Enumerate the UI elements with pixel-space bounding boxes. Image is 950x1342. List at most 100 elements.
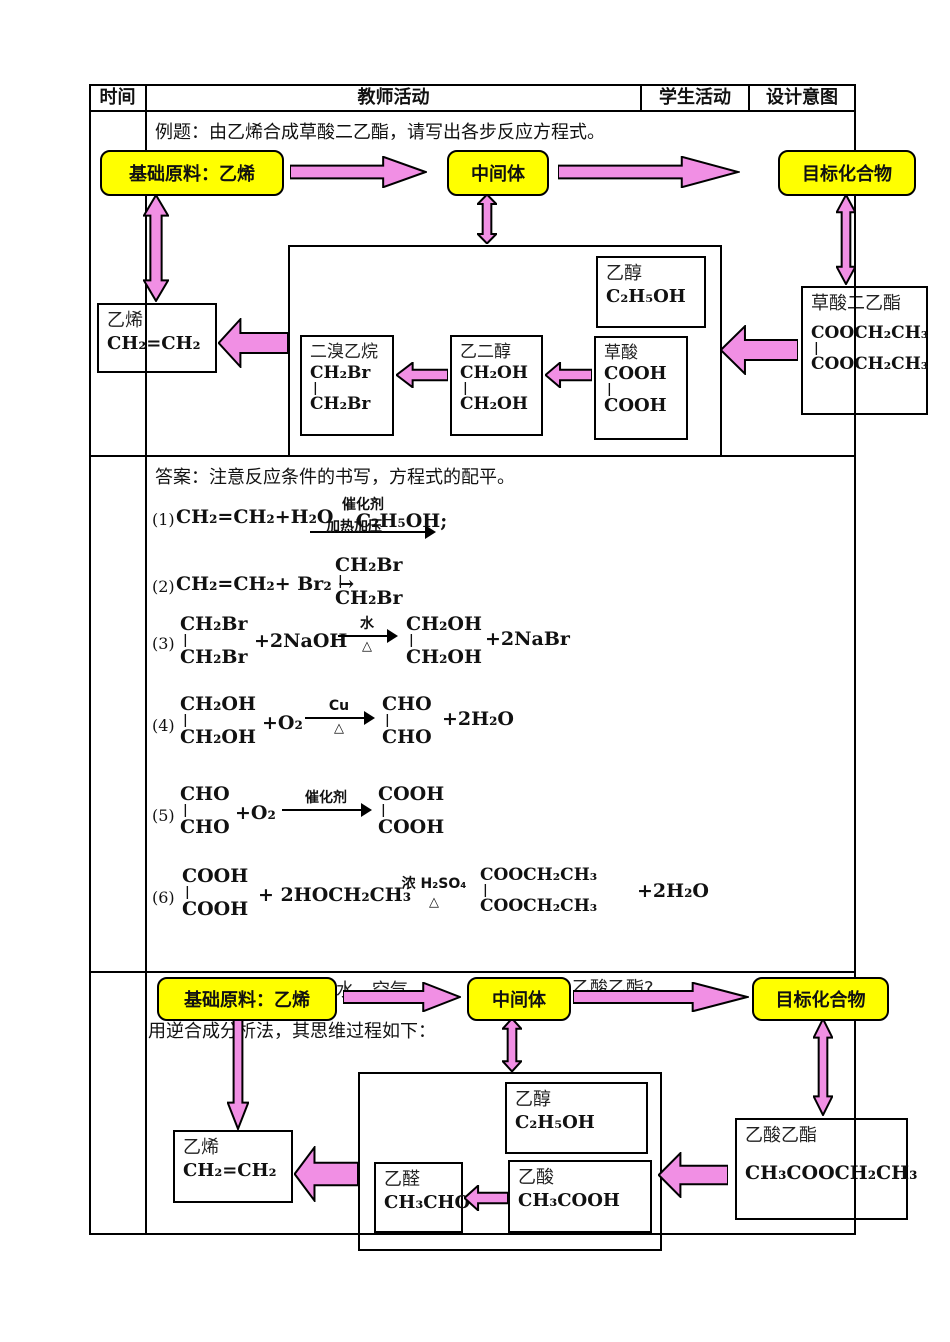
arrow-oxalate-to-container-1 bbox=[720, 325, 798, 375]
box-ethyl-acetate-label: 乙酸乙酯 bbox=[745, 1125, 817, 1146]
equation-6-number: (6) bbox=[152, 888, 175, 907]
equation-5-number: (5) bbox=[152, 806, 175, 825]
header-student-activity: 学生活动 bbox=[659, 87, 731, 108]
equation-6-reactant-top: COOH bbox=[182, 865, 249, 887]
table-row-line-answer bbox=[89, 455, 854, 457]
box-acetaldehyde: 乙醛 CH₃CHO bbox=[374, 1162, 470, 1233]
equation-1-product: C₂H₅OH; bbox=[356, 510, 448, 532]
box-ethanol-2: 乙醇 C₂H₅OH bbox=[505, 1082, 648, 1154]
bond-line: | bbox=[385, 713, 390, 729]
box-ethanol-2-label: 乙醇 bbox=[515, 1089, 551, 1110]
header-teacher-activity: 教师活动 bbox=[357, 87, 430, 108]
bond-line: | bbox=[183, 803, 188, 819]
table-col-line-student bbox=[640, 84, 642, 112]
equation-5-reactant-top: CHO bbox=[180, 783, 230, 805]
flow2-start-box: 基础原料：乙烯 bbox=[157, 977, 337, 1021]
equation-3-reactant-top: CH₂Br bbox=[180, 613, 248, 635]
flow1-vertical-double-arrow-left bbox=[143, 194, 169, 302]
equation-2-number: (2) bbox=[152, 577, 175, 596]
equation-1-reactants: CH₂=CH₂+H₂O bbox=[176, 506, 334, 528]
box-ethyl-acetate: 乙酸乙酯 CH₃COOCH₂CH₃ bbox=[735, 1118, 918, 1220]
box-diethyl-oxalate-label: 草酸二乙酯 bbox=[811, 293, 901, 314]
equation-3-product-bottom: CH₂OH bbox=[406, 646, 482, 669]
box-ethanol-2-formula: C₂H₅OH bbox=[515, 1111, 595, 1133]
bond-line: | bbox=[814, 340, 819, 356]
box-ethylene-1-formula: CH₂=CH₂ bbox=[107, 332, 201, 354]
flow1-start-box: 基础原料：乙烯 bbox=[100, 150, 284, 196]
flow1-middle-label: 中间体 bbox=[471, 164, 525, 185]
equation-1-arrow bbox=[310, 525, 436, 539]
glycol-top: CH₂OH bbox=[460, 363, 528, 384]
flow1-middle-box: 中间体 bbox=[447, 150, 549, 196]
arrow-to-ethylene-2 bbox=[294, 1146, 358, 1202]
equation-4-condition-bottom: △ bbox=[334, 721, 344, 737]
flow1-arrow-right-2 bbox=[558, 156, 740, 188]
box-ethanol-1-label: 乙醇 bbox=[606, 263, 642, 284]
flow2-end-box: 目标化合物 bbox=[752, 977, 889, 1021]
oxalic-top: COOH bbox=[604, 363, 667, 385]
equation-5-condition-top: 催化剂 bbox=[305, 790, 347, 806]
equation-4-reactant-bottom: CH₂OH bbox=[180, 726, 256, 749]
bond-line: | bbox=[183, 633, 188, 649]
flow2-middle-label: 中间体 bbox=[492, 990, 546, 1011]
box-acetic-acid: 乙酸 CH₃COOH bbox=[508, 1160, 652, 1233]
box-ethylene-2-formula: CH₂=CH₂ bbox=[183, 1159, 277, 1181]
box-glycol: 乙二醇 CH₂OH|CH₂OH bbox=[450, 335, 543, 436]
flow2-middle-box: 中间体 bbox=[467, 977, 571, 1021]
header-time: 时间 bbox=[99, 87, 136, 108]
dibromoethane-top: CH₂Br bbox=[310, 363, 371, 384]
table-row-line-section2 bbox=[89, 971, 854, 973]
bond-line: | bbox=[483, 883, 488, 899]
arrow-to-ethylene-1 bbox=[218, 318, 288, 368]
glycol-bottom: CH₂OH bbox=[460, 394, 528, 415]
equation-6-conditions: 浓 H₂SO₄ △ bbox=[395, 876, 473, 911]
box-ethyl-acetate-formula: CH₃COOCH₂CH₃ bbox=[745, 1161, 918, 1184]
equation-4: (4) CH₂OH|CH₂OH +O₂ Cu △ CHO|CHO +2H₂O bbox=[150, 692, 590, 758]
box-ethylene-1: 乙烯 CH₂=CH₂ bbox=[97, 303, 217, 373]
equation-3-add: +2NaOH bbox=[254, 630, 348, 652]
equation-3-arrow: 水 △ bbox=[338, 616, 398, 655]
box-ethylene-2-label: 乙烯 bbox=[183, 1137, 219, 1158]
flow1-end-box: 目标化合物 bbox=[778, 150, 916, 196]
equation-6-reactant-bottom: COOH bbox=[182, 898, 249, 921]
diethyl-oxalate-top: COOCH₂CH₃ bbox=[811, 322, 929, 343]
equation-6: (6) COOH|COOH + 2HOCH₂CH₃ 浓 H₂SO₄ △ COOC… bbox=[150, 862, 730, 932]
equation-5-product-top: COOH bbox=[378, 783, 445, 805]
box-acetic-acid-label: 乙酸 bbox=[518, 1167, 554, 1188]
flow2-end-label: 目标化合物 bbox=[775, 990, 866, 1011]
equation-2: (2) CH₂=CH₂+ Br₂ → CH₂Br|CH₂Br bbox=[150, 553, 450, 623]
retro-analysis-text: 用逆合成分析法，其思维过程如下： bbox=[148, 1021, 436, 1042]
table-row-line-header bbox=[89, 110, 854, 112]
equation-4-condition-top: Cu bbox=[328, 698, 350, 714]
equation-3: (3) CH₂Br|CH₂Br +2NaOH 水 △ CH₂OH|CH₂OH +… bbox=[150, 612, 590, 678]
flow2-vertical-down-arrow-left bbox=[227, 1016, 249, 1130]
flow1-vertical-double-arrow-right bbox=[836, 194, 856, 285]
equation-5-reactant-bottom: CHO bbox=[180, 816, 230, 839]
bond-line: | bbox=[463, 381, 468, 397]
equation-5-add: +O₂ bbox=[235, 802, 276, 824]
flow1-end-label: 目标化合物 bbox=[802, 164, 892, 185]
box-ethylene-2: 乙烯 CH₂=CH₂ bbox=[173, 1130, 293, 1203]
equation-3-number: (3) bbox=[152, 634, 175, 653]
box-dibromoethane-label: 二溴乙烷 bbox=[310, 342, 378, 362]
arrow-glycol-to-dibromoethane bbox=[396, 362, 448, 388]
equation-6-add: + 2HOCH₂CH₃ bbox=[258, 884, 412, 906]
arrow-acetic-to-acetaldehyde bbox=[464, 1185, 508, 1211]
box-acetaldehyde-label: 乙醛 bbox=[384, 1169, 420, 1190]
header-design-intent: 设计意图 bbox=[766, 87, 838, 108]
equation-6-condition-bottom: △ bbox=[429, 895, 439, 911]
equation-4-add: +O₂ bbox=[262, 712, 303, 734]
answer-text: 答案：注意反应条件的书写，方程式的配平。 bbox=[155, 467, 515, 488]
table-col-line-design bbox=[748, 84, 750, 112]
arrow-oxalic-to-glycol bbox=[545, 362, 592, 388]
flow1-arrow-right-1 bbox=[290, 156, 427, 188]
equation-6-condition-top: 浓 H₂SO₄ bbox=[401, 876, 467, 892]
box-glycol-label: 乙二醇 bbox=[460, 342, 511, 362]
bond-line: | bbox=[381, 803, 386, 819]
equation-1: (1) CH₂=CH₂+H₂O 催化剂 加热加压 C₂H₅OH; bbox=[150, 497, 580, 555]
diethyl-oxalate-bottom: COOCH₂CH₃ bbox=[811, 353, 929, 374]
equation-4-number: (4) bbox=[152, 716, 175, 735]
bond-line: | bbox=[409, 633, 414, 649]
flow2-vertical-double-arrow-right bbox=[813, 1018, 833, 1116]
equation-2-product-top: CH₂Br bbox=[335, 554, 403, 576]
